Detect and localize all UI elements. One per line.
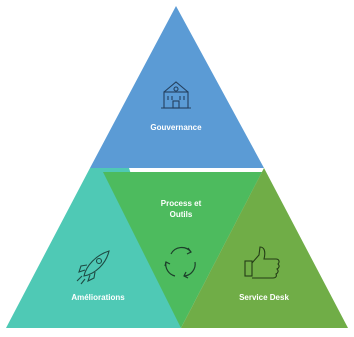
rocket-icon xyxy=(76,250,110,285)
label-gouvernance: Gouvernance xyxy=(150,123,202,132)
thumbs-up-icon xyxy=(244,246,280,279)
label-ameliorations: Améliorations xyxy=(71,293,125,302)
label-process-line2: Outils xyxy=(169,210,193,219)
segment-process-outils xyxy=(103,172,262,328)
cycle-arrows-icon xyxy=(164,246,196,279)
building-icon xyxy=(161,81,191,109)
label-service-desk: Service Desk xyxy=(239,293,289,302)
label-process-line1: Process et xyxy=(160,199,202,208)
label-process-outils: Process et Outils xyxy=(141,198,221,220)
segment-service-desk xyxy=(181,168,348,328)
